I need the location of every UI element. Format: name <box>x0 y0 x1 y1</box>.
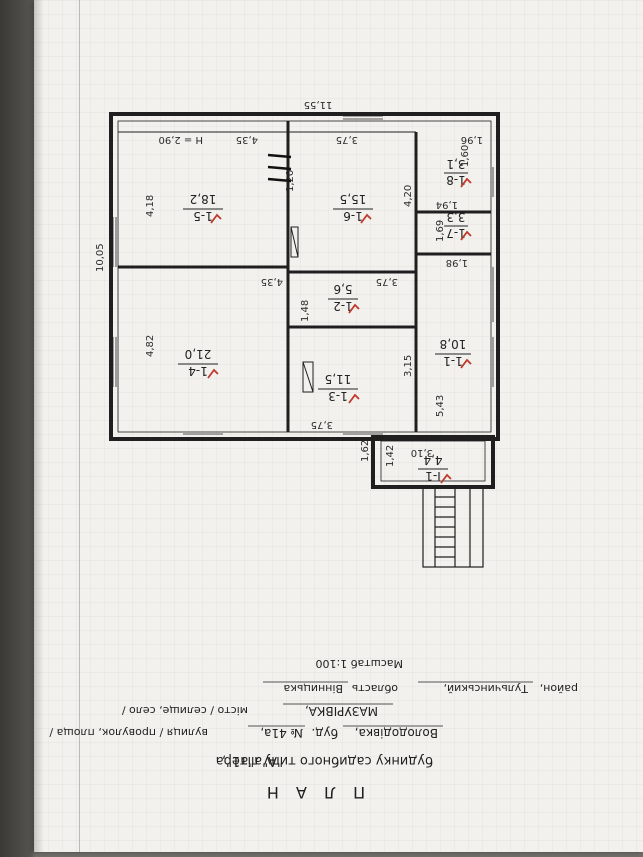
dim-10: 4,35 <box>261 276 283 287</box>
oblast-value: Вінницька <box>284 682 344 695</box>
svg-text:5,6: 5,6 <box>333 282 352 296</box>
room-1-5: 1-5 18,2 <box>183 192 223 223</box>
svg-text:3,1: 3,1 <box>446 157 465 171</box>
document-sheet <box>34 0 643 852</box>
stove-marks <box>290 226 314 393</box>
district-caption: район, <box>540 682 578 695</box>
dim-2: 1,96 <box>461 134 483 145</box>
village-caption: місто / селище, село / <box>122 704 248 717</box>
svg-text:1-7: 1-7 <box>446 226 466 240</box>
subtitle-letters: "А"а"а1", <box>222 753 283 768</box>
village-value: МАЗУРІВКА, <box>305 704 378 718</box>
svg-text:10,8: 10,8 <box>440 337 467 351</box>
svg-text:1-3: 1-3 <box>328 389 348 403</box>
svg-text:1-4: 1-4 <box>188 364 208 378</box>
dimension-labels: 11,55 10,05 H = 2,90 4,35 3,75 1,96 1,60… <box>95 99 483 467</box>
dim-height: H = 2,90 <box>158 134 203 145</box>
svg-text:11,5: 11,5 <box>325 372 352 386</box>
dim-7: 4,18 <box>145 195 156 217</box>
sheet-edge-shadow <box>34 0 44 852</box>
room-1-6: 1-6 15,5 <box>333 192 373 223</box>
scale-label: Масштаб 1:100 <box>316 657 403 670</box>
room-labels: 1-8 3,1 1-7 3,3 1-6 15,5 1-5 18, <box>178 157 471 483</box>
bud-value: № 41а, <box>260 726 303 740</box>
room-1-1: 1-1 10,8 <box>435 337 471 368</box>
svg-text:I-1: I-1 <box>425 469 441 483</box>
dim-14: 3,15 <box>403 355 414 377</box>
dim-17: 3,10 <box>411 447 433 458</box>
dim-1: 3,75 <box>336 134 358 145</box>
svg-text:1-2: 1-2 <box>333 299 353 313</box>
room-I-1: I-1 4,4 <box>418 453 448 483</box>
room-1-8: 1-8 3,1 <box>444 157 468 187</box>
header-block: П Л А Н будинку садибного типу літера "А… <box>49 657 578 802</box>
red-pen-marks <box>207 177 472 484</box>
room-1-2: 1-2 5,6 <box>328 282 358 313</box>
house-walls <box>109 112 500 441</box>
dim-15: 5,43 <box>435 395 446 417</box>
svg-text:21,0: 21,0 <box>185 347 212 361</box>
dim-13: 4,82 <box>145 335 156 357</box>
hand-marks <box>267 153 292 183</box>
entrance-stairs <box>422 486 484 568</box>
dim-9: 1,20 <box>285 170 296 192</box>
svg-text:4,4: 4,4 <box>423 453 442 467</box>
room-1-3: 1-3 11,5 <box>318 372 358 403</box>
street-value: Волододівка, <box>355 726 438 740</box>
dim-overall-depth: 10,05 <box>95 243 106 272</box>
subtitle-prefix: будинку садибного типу літера <box>216 753 433 768</box>
svg-text:1-8: 1-8 <box>446 173 466 187</box>
dim-18: 1,42 <box>385 445 396 467</box>
dim-4: 1,94 <box>436 199 458 210</box>
dim-11: 3,75 <box>376 276 398 287</box>
dim-6: 1,98 <box>446 257 468 268</box>
windows <box>112 115 498 439</box>
oblast-caption: область <box>352 682 398 695</box>
dim-19: 1,62 <box>360 440 371 462</box>
margin-line <box>79 0 80 852</box>
svg-text:3,3: 3,3 <box>446 210 465 224</box>
dim-16: 3,75 <box>311 419 333 430</box>
dim-overall-width: 11,55 <box>304 99 333 110</box>
room-1-4: 1-4 21,0 <box>178 347 218 378</box>
svg-text:1-5: 1-5 <box>193 209 213 223</box>
bud-label: буд. <box>311 726 338 740</box>
dim-8: 4,20 <box>403 185 414 207</box>
dim-0: 4,35 <box>236 134 258 145</box>
svg-text:15,5: 15,5 <box>340 192 367 206</box>
dim-3: 1,60 <box>460 145 471 167</box>
street-caption: вулиця / провулок, площа / <box>49 726 208 739</box>
svg-text:18,2: 18,2 <box>190 192 217 206</box>
room-1-7: 1-7 3,3 <box>444 210 468 240</box>
svg-text:1-1: 1-1 <box>443 354 463 368</box>
dim-12: 1,48 <box>300 300 311 322</box>
dim-5: 1,69 <box>435 220 446 242</box>
district-value: Тульчинський, <box>443 682 529 695</box>
svg-text:1-6: 1-6 <box>343 209 363 223</box>
plan-title: П Л А Н <box>261 783 365 802</box>
